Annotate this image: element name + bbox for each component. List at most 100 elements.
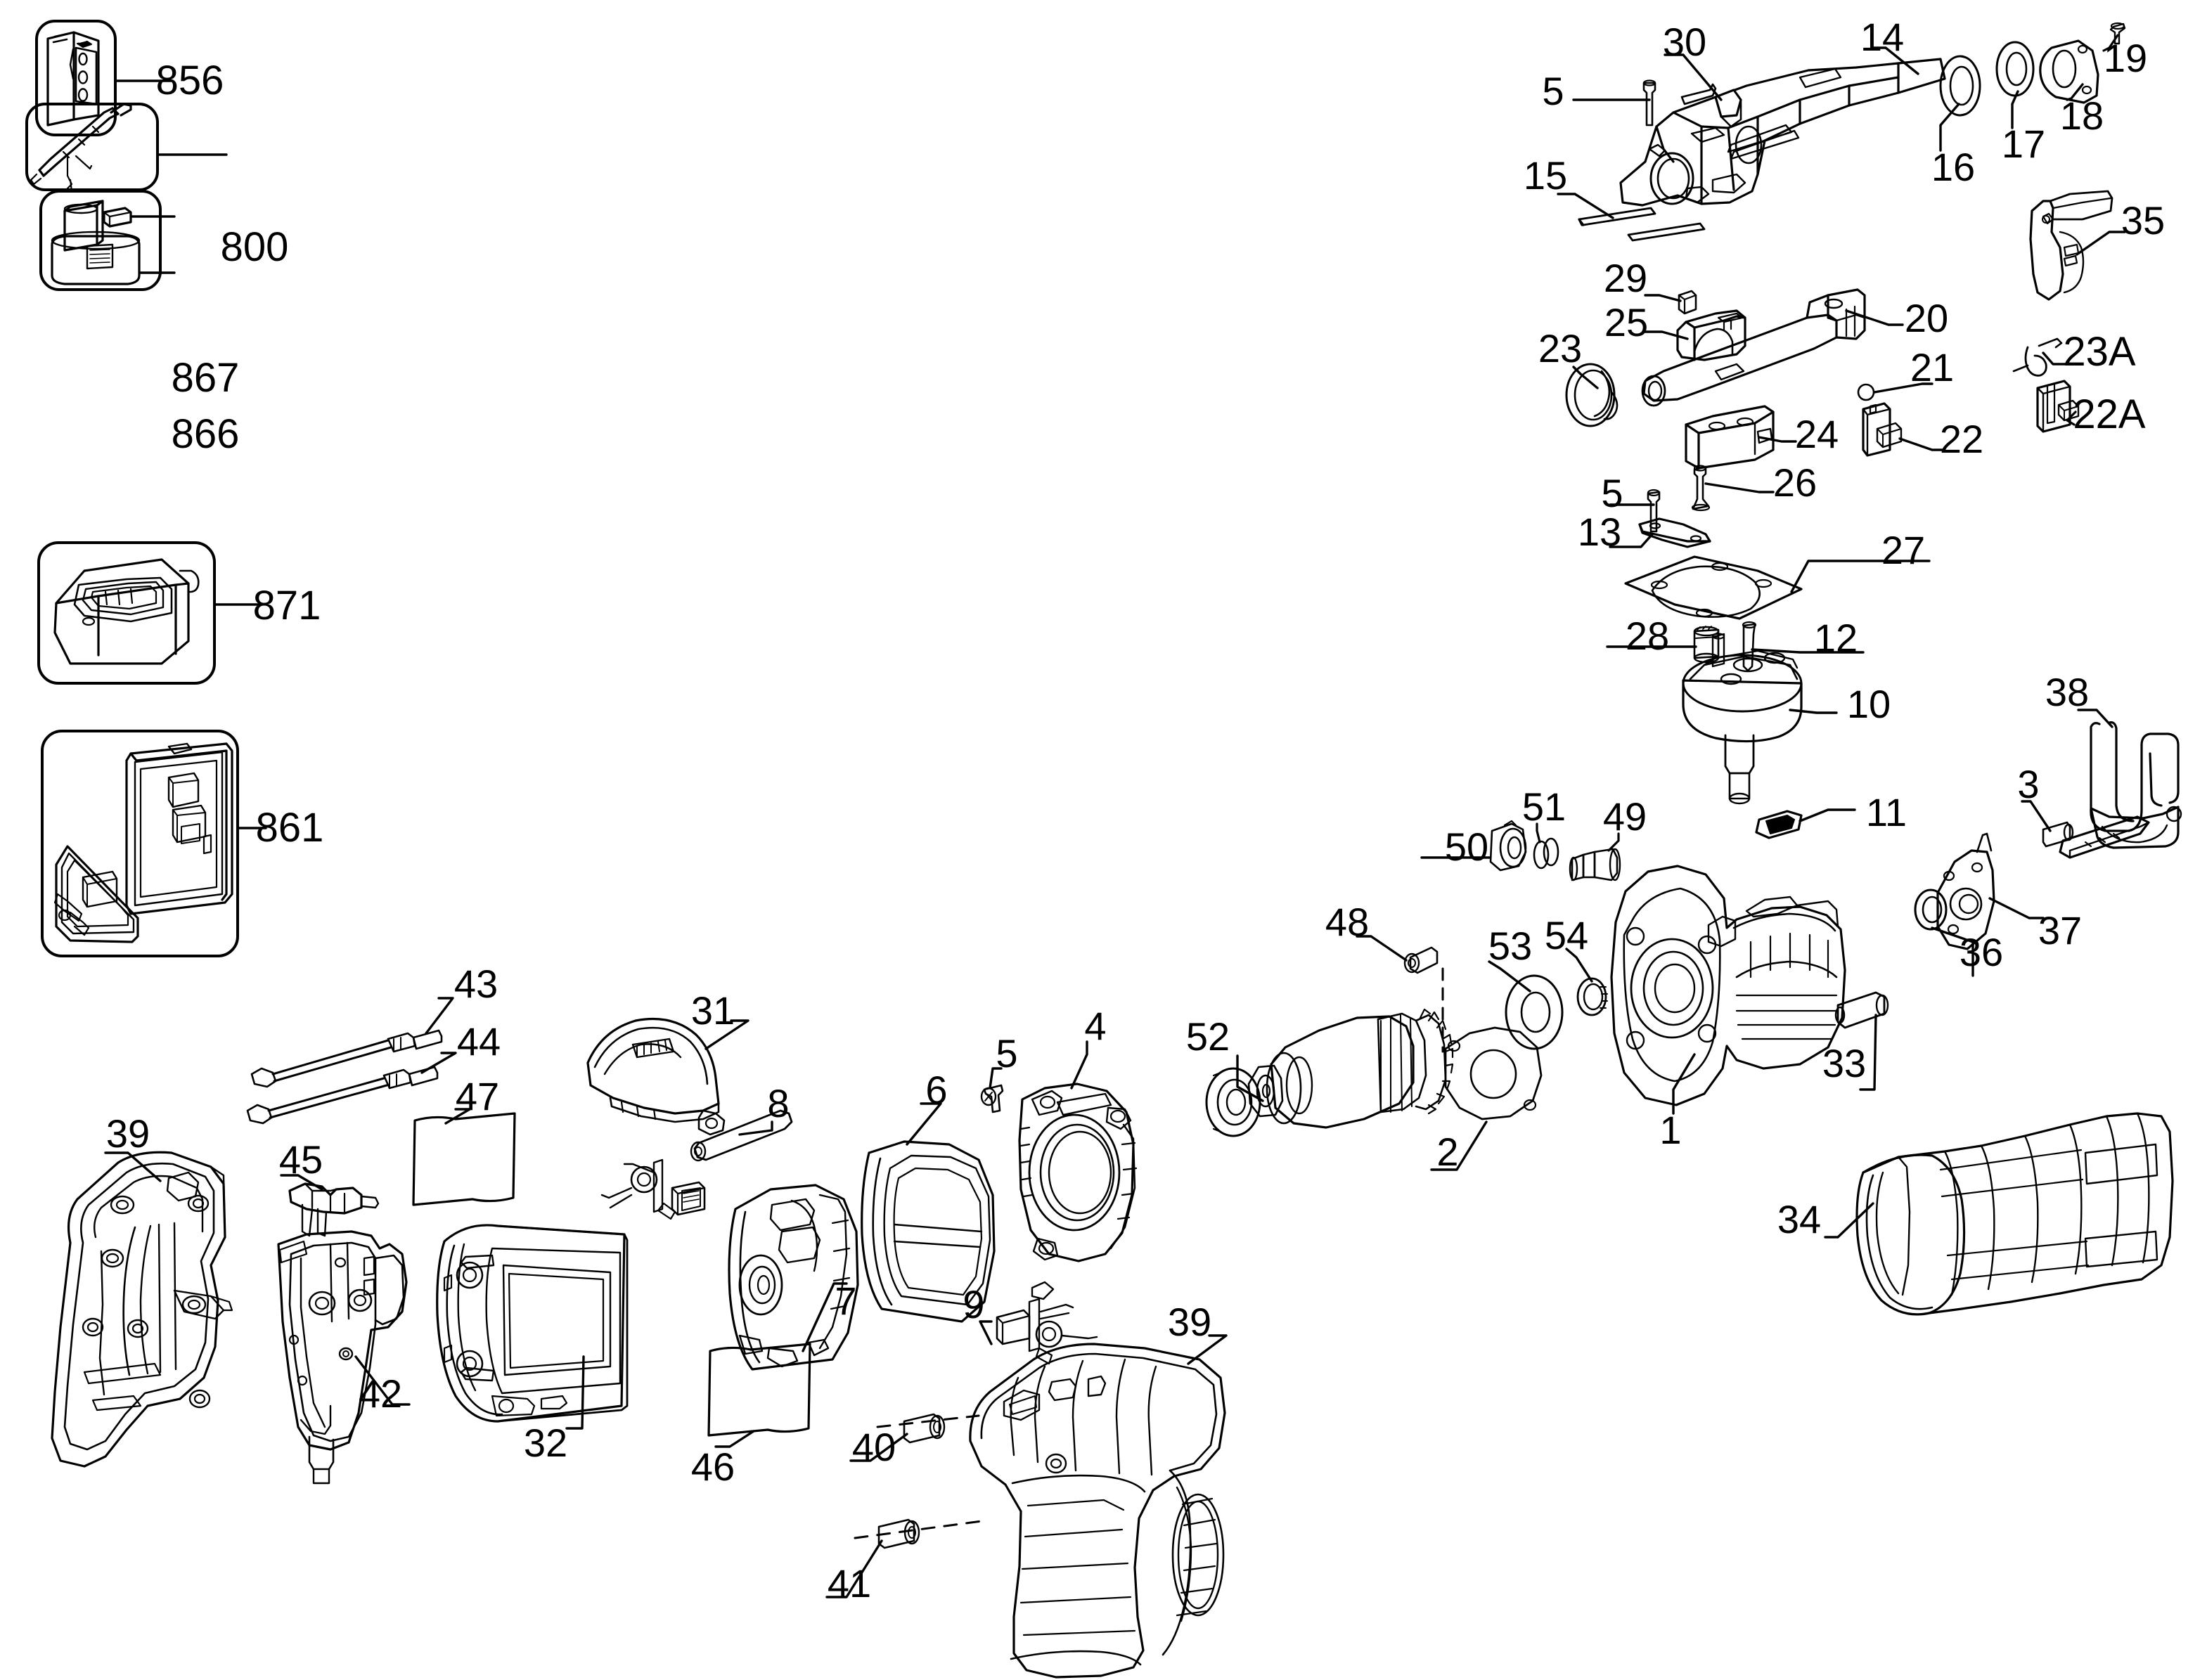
part-7-bearing-carrier <box>728 1184 859 1371</box>
callout-25: 25 <box>1604 300 1649 344</box>
part-23A-spring <box>2012 337 2068 377</box>
callout-22: 22 <box>1939 417 1984 461</box>
part-30-key <box>1664 53 1742 128</box>
callout-27: 27 <box>1881 528 1926 572</box>
part-32-field-can <box>436 1224 629 1430</box>
part-49-nipple <box>1569 832 1621 881</box>
part-16-washer <box>1939 55 1981 152</box>
callout-35: 35 <box>2121 198 2166 243</box>
callout-33: 33 <box>1822 1041 1867 1085</box>
part-12-screw <box>1742 621 1865 672</box>
callout-23A: 23A <box>2063 329 2136 375</box>
part-5-screw-motor-left <box>980 1067 1004 1113</box>
part-30b-pin <box>1680 83 1717 105</box>
callout-26: 26 <box>1772 460 1817 505</box>
callout-16: 16 <box>1931 145 1976 189</box>
callout-50: 50 <box>1444 825 1489 869</box>
part-9-brush-right <box>979 1281 1098 1365</box>
part-15-pins <box>1557 193 1706 242</box>
part-34-end-cap <box>1824 1112 2174 1316</box>
callout-15: 15 <box>1523 153 1568 198</box>
part-36-oring <box>1914 889 1974 977</box>
part-35-trigger-lever <box>2029 190 2126 301</box>
callout-20: 20 <box>1904 296 1949 340</box>
callout-31: 31 <box>690 988 735 1033</box>
callout-39: 39 <box>1167 1300 1212 1344</box>
callout-861: 861 <box>255 805 324 851</box>
callout-29: 29 <box>1603 256 1648 300</box>
part-9-brush-left <box>600 1158 706 1220</box>
callout-1: 1 <box>1659 1108 1682 1152</box>
part-26-screw <box>1691 465 1775 512</box>
part-43-wire <box>250 997 454 1088</box>
callout-17: 17 <box>2001 122 2046 166</box>
part-13-bracket <box>1609 517 1711 548</box>
callout-28: 28 <box>1625 614 1670 658</box>
callout-45: 45 <box>278 1137 323 1182</box>
callout-40: 40 <box>851 1425 896 1469</box>
callout-51: 51 <box>1521 784 1566 829</box>
part-24-slide-body <box>1685 405 1797 470</box>
part-44-wire <box>246 1052 457 1125</box>
callout-53: 53 <box>1488 924 1533 968</box>
callout-14: 14 <box>1860 15 1905 59</box>
callout-800: 800 <box>220 224 289 270</box>
callout-11: 11 <box>1865 790 1907 834</box>
callout-5: 5 <box>1542 69 1564 113</box>
part-37-plate <box>1936 832 2045 950</box>
part-33-pin <box>1834 991 1889 1091</box>
callout-37: 37 <box>2038 908 2083 952</box>
callout-36: 36 <box>1959 930 2004 974</box>
part-6-motor-housing <box>861 1102 996 1323</box>
part-51-spring-washer <box>1533 822 1559 870</box>
part-20-tube-block <box>1641 288 1904 407</box>
part-41-screw <box>825 1518 920 1598</box>
callout-8: 8 <box>767 1081 790 1125</box>
callout-52: 52 <box>1185 1014 1230 1059</box>
part-47-nameplate <box>412 1108 516 1206</box>
callout-10: 10 <box>1846 682 1891 726</box>
part-54-retaining-clip <box>1565 948 1608 1016</box>
callout-46: 46 <box>690 1445 735 1489</box>
callout-23: 23 <box>1538 326 1583 370</box>
callout-22A: 22A <box>2073 392 2146 437</box>
part-31-end-cap <box>586 1017 749 1136</box>
accessory-box-856 <box>35 20 174 136</box>
callout-43: 43 <box>453 962 498 1006</box>
callout-32: 32 <box>523 1421 568 1465</box>
part-3-rod <box>2059 815 2150 859</box>
callout-7: 7 <box>835 1279 857 1323</box>
part-29-pin <box>1644 290 1697 315</box>
callout-39: 39 <box>105 1111 150 1156</box>
callout-866: 866 <box>171 411 240 457</box>
callout-19: 19 <box>2103 36 2148 80</box>
part-8-bolt <box>690 1109 793 1162</box>
part-48-screw <box>1356 935 1444 1053</box>
callout-41: 41 <box>827 1561 872 1605</box>
part-50-cap <box>1420 820 1527 872</box>
callout-3: 3 <box>2017 762 2040 806</box>
callout-42: 42 <box>358 1371 403 1416</box>
callout-54: 54 <box>1544 913 1589 957</box>
callout-30: 30 <box>1662 20 1707 64</box>
part-27-gasket <box>1624 555 1931 620</box>
part-1-gear-case <box>1610 865 1846 1115</box>
callout-4: 4 <box>1084 1004 1107 1048</box>
accessory-box-866 <box>39 190 176 291</box>
part-45-lock-lever <box>280 1174 380 1237</box>
part-17-washer <box>1995 41 2035 129</box>
callout-2: 2 <box>1436 1130 1459 1174</box>
accessory-box-871 <box>37 541 263 685</box>
part-5-screw-top <box>1572 79 1656 127</box>
part-39-handle-shell-left <box>51 1151 233 1468</box>
part-46-nameplate <box>707 1343 811 1448</box>
accessory-box-861 <box>41 730 267 957</box>
callout-856: 856 <box>155 58 224 103</box>
callout-5: 5 <box>996 1031 1018 1075</box>
part-10-crank <box>1682 633 1838 805</box>
accessory-box-800 <box>25 103 228 193</box>
part-53-bracket-plate <box>1444 1026 1543 1120</box>
part-22-slide-block <box>1862 402 1943 457</box>
part-18-cover-plate <box>2039 39 2099 104</box>
